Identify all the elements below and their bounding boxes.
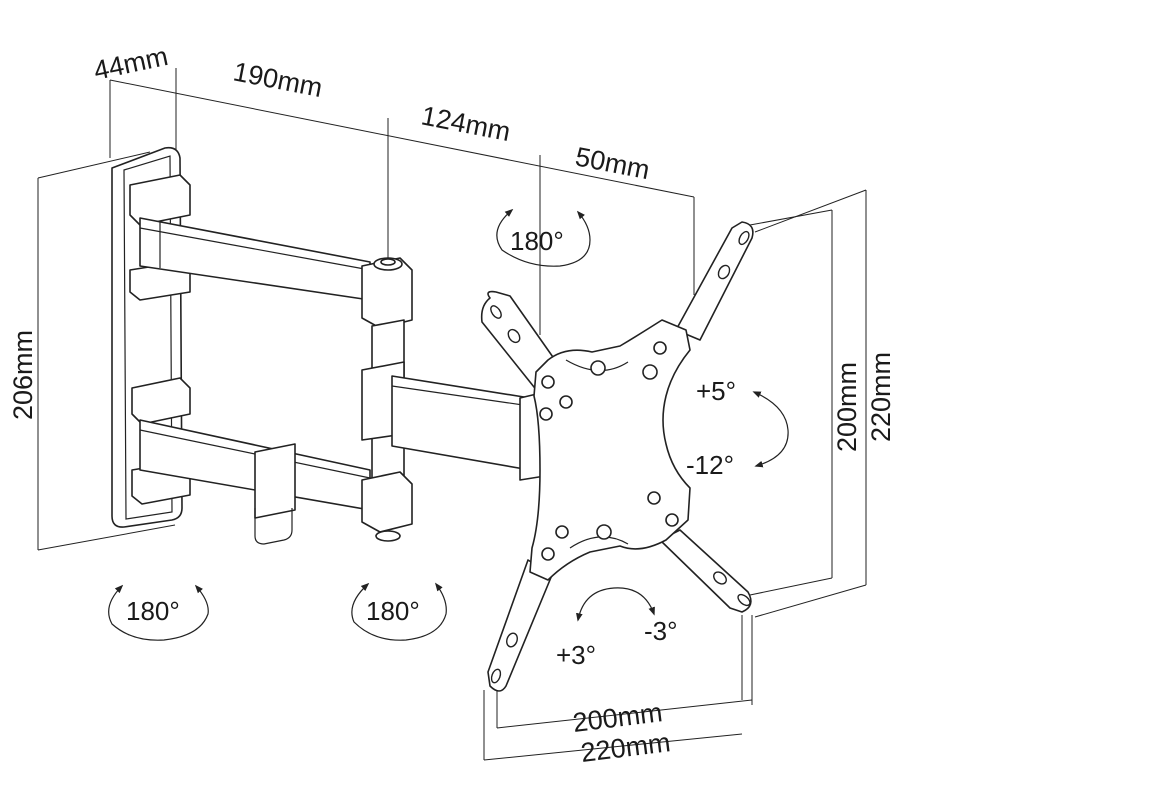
- arm-3-label: 50mm: [573, 141, 652, 185]
- level-minus-label: -3°: [644, 616, 678, 646]
- tilt-down-label: -12°: [686, 450, 734, 480]
- pivot-top-label: 180°: [510, 226, 564, 256]
- vesa-plate: [480, 221, 754, 692]
- vesa-vertical-outer-label: 220mm: [866, 352, 896, 442]
- level-plus-label: +3°: [556, 640, 596, 670]
- dimension-lines: [37, 68, 867, 761]
- height-label: 206mm: [8, 330, 38, 420]
- vesa-vertical-inner-label: 200mm: [832, 362, 862, 452]
- tilt-up-label: +5°: [696, 376, 736, 406]
- lower-arm: [139, 419, 413, 545]
- wall-plate-depth-label: 44mm: [91, 41, 171, 86]
- arm-1-label: 190mm: [231, 56, 325, 103]
- rotation-labels: 180° 180° 180° +5° -12° +3° -3°: [126, 226, 736, 670]
- dimension-labels: 44mm 190mm 124mm 50mm 206mm 200mm 220mm …: [8, 41, 896, 768]
- rotation-arrows: [108, 208, 789, 641]
- arm-2-label: 124mm: [419, 100, 513, 147]
- pivot-wall-label: 180°: [126, 596, 180, 626]
- pivot-elbow-label: 180°: [366, 596, 420, 626]
